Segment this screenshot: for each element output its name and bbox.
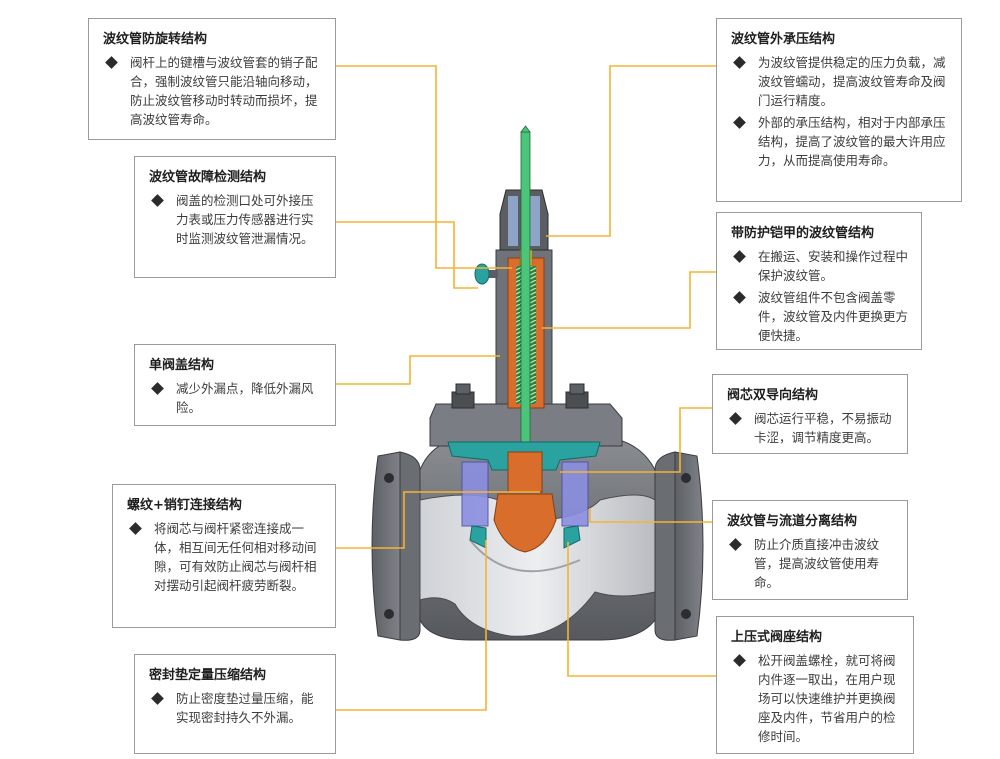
valve-stem — [520, 125, 531, 453]
diamond-bullet-icon — [733, 56, 746, 69]
callout-item-text: 减少外漏点，降低外漏风险。 — [176, 381, 314, 415]
callout-item-text: 松开阀盖螺栓，就可将阀内件逐一取出，在用户现场可以快速维护并更换阀座及内件，节省… — [758, 653, 896, 744]
callout-title: 阀芯双导向结构 — [727, 388, 819, 403]
callout-item: 为波纹管提供稳定的压力负载，减波纹管蠕动，提高波纹管寿命及阀门运行精度。 — [731, 53, 949, 110]
leader-lines — [336, 65, 716, 711]
callout-armored-bellows: 带防护铠甲的波纹管结构 在搬运、安装和操作过程中保护波纹管。 波纹管组件不包含阀… — [716, 212, 922, 350]
callout-item: 阀盖的检测口处可外接压力表或压力传感器进行实时监测波纹管泄漏情况。 — [149, 191, 323, 248]
callout-double-guided-plug: 阀芯双导向结构 阀芯运行平稳，不易振动卡涩，调节精度更高。 — [712, 374, 908, 454]
callout-title: 密封垫定量压缩结构 — [149, 668, 267, 683]
left-flange — [371, 451, 421, 641]
callout-item: 外部的承压结构，相对于内部承压结构，提高了波纹管的最大许用应力，从而提高使用寿命… — [731, 113, 949, 170]
callout-item-text: 阀芯运行平稳，不易振动卡涩，调节精度更高。 — [754, 411, 892, 445]
callout-item: 减少外漏点，降低外漏风险。 — [149, 379, 323, 417]
callout-item: 波纹管组件不包含阀盖零件，波纹管及内件更换更方便快捷。 — [731, 288, 909, 345]
callout-item-text: 阀杆上的键槽与波纹管套的销子配合，强制波纹管只能沿轴向移动，防止波纹管移动时转动… — [130, 55, 318, 127]
callout-title: 波纹管故障检测结构 — [149, 170, 267, 185]
callout-item-text: 外部的承压结构，相对于内部承压结构，提高了波纹管的最大许用应力，从而提高使用寿命… — [758, 115, 946, 168]
callout-item-text: 为波纹管提供稳定的压力负载，减波纹管蠕动，提高波纹管寿命及阀门运行精度。 — [758, 55, 946, 108]
callout-bellows-flow-separation: 波纹管与流道分离结构 防止介质直接冲击波纹管，提高波纹管使用寿命。 — [712, 500, 908, 600]
callout-item: 松开阀盖螺栓，就可将阀内件逐一取出，在用户现场可以快速维护并更换阀座及内件，节省… — [731, 651, 901, 746]
diamond-bullet-icon — [129, 522, 142, 535]
callout-item: 在搬运、安装和操作过程中保护波纹管。 — [731, 247, 909, 285]
diamond-bullet-icon — [733, 250, 746, 263]
callout-item-text: 防止介质直接冲击波纹管，提高波纹管使用寿命。 — [754, 537, 880, 590]
callout-item: 防止密度垫过量压缩，能实现密封持久不外漏。 — [149, 689, 323, 727]
valve-plug — [493, 493, 557, 553]
callout-title: 上压式阀座结构 — [731, 630, 823, 645]
callout-bellows-anti-rotation: 波纹管防旋转结构 阀杆上的键槽与波纹管套的销子配合，强制波纹管只能沿轴向移动，防… — [88, 18, 336, 140]
diamond-bullet-icon — [733, 291, 746, 304]
callout-item-text: 波纹管组件不包含阀盖零件，波纹管及内件更换更方便快捷。 — [758, 290, 909, 343]
callout-top-loaded-seat: 上压式阀座结构 松开阀盖螺栓，就可将阀内件逐一取出，在用户现场可以快速维护并更换… — [716, 616, 914, 754]
diamond-bullet-icon — [733, 654, 746, 667]
callout-item-text: 防止密度垫过量压缩，能实现密封持久不外漏。 — [176, 691, 314, 725]
callout-title: 单阀盖结构 — [149, 358, 215, 373]
callout-item: 阀杆上的键槽与波纹管套的销子配合，强制波纹管只能沿轴向移动，防止波纹管移动时转动… — [103, 53, 323, 129]
callout-title: 波纹管外承压结构 — [731, 32, 836, 47]
callout-item-text: 在搬运、安装和操作过程中保护波纹管。 — [758, 249, 909, 283]
diamond-bullet-icon — [729, 538, 742, 551]
diamond-bullet-icon — [151, 194, 164, 207]
detection-port — [474, 263, 498, 285]
callout-thread-pin-connection: 螺纹+销钉连接结构 将阀芯与阀杆紧密连接成一体，相互间无任何相对移动间隙，可有效… — [112, 484, 336, 628]
right-flange — [654, 451, 704, 641]
callout-gasket-compression: 密封垫定量压缩结构 防止密度垫过量压缩，能实现密封持久不外漏。 — [134, 654, 336, 754]
callout-title: 带防护铠甲的波纹管结构 — [731, 226, 875, 241]
callout-item: 将阀芯与阀杆紧密连接成一体，相互间无任何相对移动间隙，可有效防止阀芯与阀杆相对摆… — [127, 519, 323, 595]
callout-bellows-fault-detection: 波纹管故障检测结构 阀盖的检测口处可外接压力表或压力传感器进行实时监测波纹管泄漏… — [134, 156, 336, 278]
callout-title: 螺纹+销钉连接结构 — [127, 498, 242, 513]
callout-title: 波纹管防旋转结构 — [103, 32, 208, 47]
callout-title: 波纹管与流道分离结构 — [727, 514, 858, 529]
callout-item: 阀芯运行平稳，不易振动卡涩，调节精度更高。 — [727, 409, 895, 447]
callout-item: 防止介质直接冲击波纹管，提高波纹管使用寿命。 — [727, 535, 895, 592]
callout-item-text: 将阀芯与阀杆紧密连接成一体，相互间无任何相对移动间隙，可有效防止阀芯与阀杆相对摆… — [154, 521, 317, 593]
callout-single-bonnet: 单阀盖结构 减少外漏点，降低外漏风险。 — [134, 344, 336, 426]
diamond-bullet-icon — [151, 382, 164, 395]
diamond-bullet-icon — [105, 56, 118, 69]
diamond-bullet-icon — [151, 692, 164, 705]
callout-item-text: 阀盖的检测口处可外接压力表或压力传感器进行实时监测波纹管泄漏情况。 — [176, 193, 314, 246]
callout-bellows-external-pressure: 波纹管外承压结构 为波纹管提供稳定的压力负载，减波纹管蠕动，提高波纹管寿命及阀门… — [716, 18, 962, 202]
diamond-bullet-icon — [733, 116, 746, 129]
diamond-bullet-icon — [729, 412, 742, 425]
